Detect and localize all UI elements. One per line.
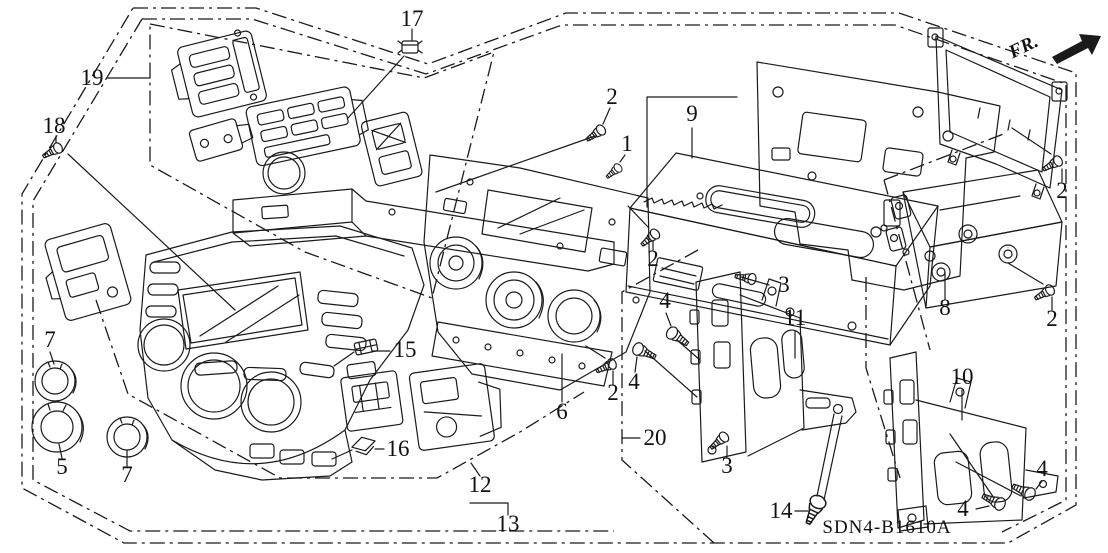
part-label-15: 15 [394, 337, 417, 362]
switch-bracket-top [188, 118, 254, 162]
bracket-10 [883, 351, 1059, 532]
knob-7-upper [34, 360, 77, 402]
screw-2e [1033, 284, 1056, 301]
part-label-4: 4 [628, 369, 640, 394]
drawing-code: SDN4-B1610A [822, 517, 951, 538]
screw-14 [805, 494, 827, 526]
part-label-2: 2 [647, 246, 659, 271]
screw-2c [595, 358, 617, 374]
leader-lines [49, 28, 1063, 516]
screw-18 [41, 142, 64, 159]
part-number-labels: 17 19 18 2 1 9 2 2 3 4 11 8 2 10 4 2 15 … [43, 6, 1068, 536]
clip-15 [353, 338, 379, 356]
knob-5 [31, 401, 84, 453]
part-label-13: 13 [497, 511, 520, 536]
screw-3b [709, 431, 730, 450]
part-label-12: 12 [469, 472, 492, 497]
nut-17 [397, 40, 423, 54]
part-label-11: 11 [784, 305, 806, 330]
bracket-11 [689, 271, 857, 463]
screw-2a [585, 124, 607, 142]
switch-block-left [340, 361, 404, 432]
part-label-2: 2 [1046, 306, 1058, 331]
part-label-2: 2 [607, 380, 619, 405]
part-label-4: 4 [1036, 456, 1048, 481]
amplifier-unit [885, 169, 1063, 309]
rear-mounting-plate [756, 61, 1001, 291]
part-label-19: 19 [81, 65, 104, 90]
climate-control-board [423, 154, 651, 391]
switch-assembly-top [170, 29, 267, 118]
screw-1 [605, 163, 623, 179]
screw-4c [1011, 483, 1036, 501]
screw-2b [640, 228, 661, 247]
part-label-3: 3 [778, 272, 790, 297]
screw-4a [665, 326, 690, 347]
switch-small-right [360, 111, 423, 187]
fr-direction-arrow [1052, 34, 1101, 64]
diagram-border-frames [21, 7, 1077, 544]
center-panel-tray [232, 188, 615, 272]
switch-assembly-left [44, 223, 132, 321]
clip-16 [351, 436, 376, 456]
part-label-7: 7 [121, 462, 133, 487]
center-front-panel [137, 225, 425, 481]
fr-direction-label: FR. [1005, 31, 1042, 64]
part-label-4: 4 [957, 496, 969, 521]
part-label-2: 2 [1056, 178, 1068, 203]
part-label-16: 16 [387, 436, 410, 461]
screw-2d [1041, 155, 1064, 172]
part-label-3: 3 [721, 453, 733, 478]
part-label-1: 1 [621, 131, 633, 156]
audio-unit [625, 152, 939, 346]
part-label-17: 17 [401, 6, 424, 31]
screw-glyphs [41, 40, 1064, 526]
part-label-2: 2 [606, 84, 618, 109]
part-label-7: 7 [44, 327, 56, 352]
part-label-10: 10 [951, 364, 974, 389]
part-label-20: 20 [644, 425, 667, 450]
vent-unit [245, 86, 369, 167]
screw-4d [981, 493, 1006, 511]
part-label-6: 6 [556, 399, 568, 424]
display-housing [927, 27, 1068, 200]
part-label-14: 14 [770, 498, 794, 523]
part-label-4: 4 [659, 288, 671, 313]
part-label-5: 5 [56, 454, 68, 479]
part-label-8: 8 [939, 295, 951, 320]
diagram-artwork [31, 27, 1101, 532]
switch-block-right [408, 363, 502, 451]
part-label-18: 18 [43, 113, 66, 138]
part-label-9: 9 [686, 101, 698, 126]
round-opening [262, 151, 306, 195]
